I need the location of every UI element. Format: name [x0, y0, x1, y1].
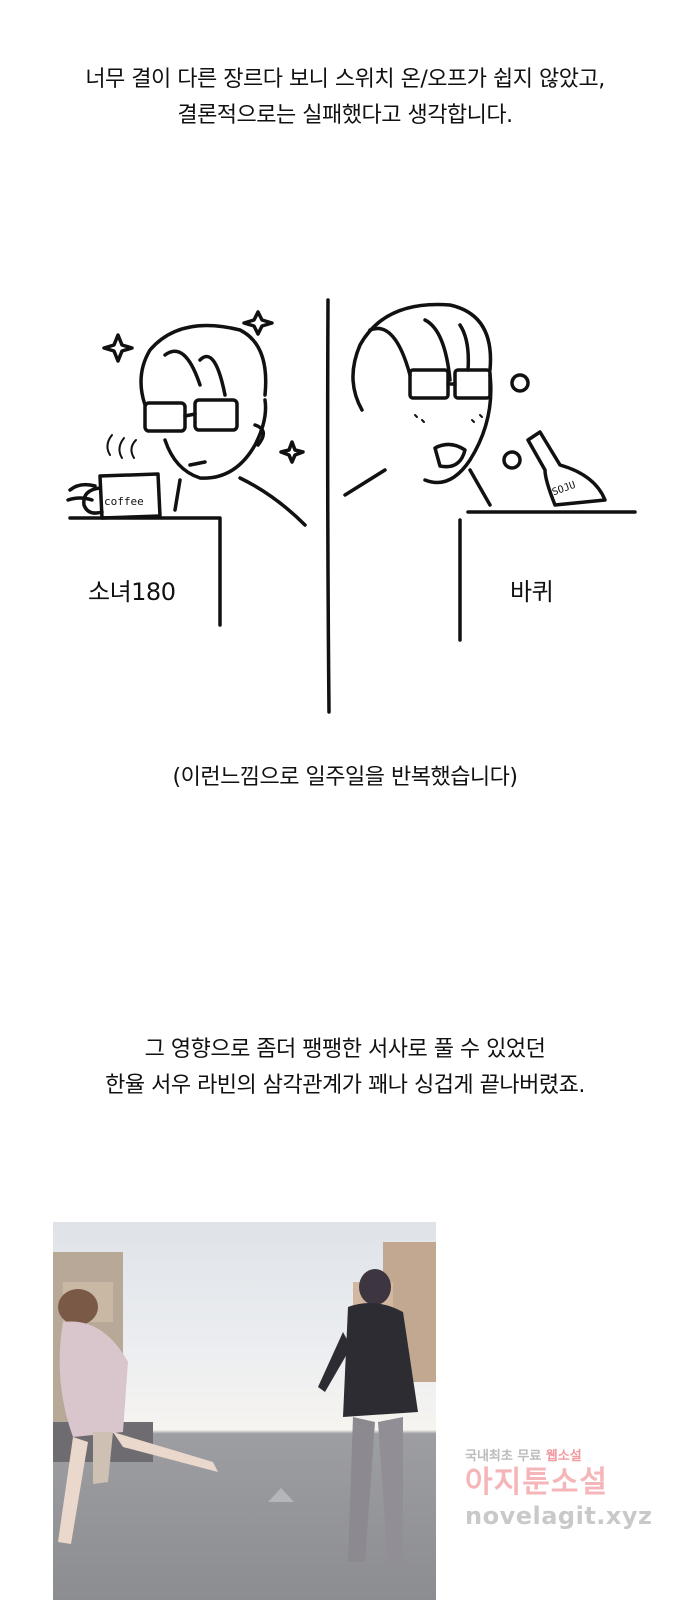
- watermark-tagline: 국내최초 무료 웹소설: [465, 1445, 655, 1464]
- right-desk: [458, 510, 637, 642]
- watermark-domain: novelagit.xyz: [465, 1502, 653, 1530]
- label-sonyeo180: 소녀180: [88, 578, 176, 606]
- left-head: [139, 323, 268, 407]
- watermark-brand: 아지툰소설: [465, 1465, 608, 1500]
- label-bakwi: 바퀴: [510, 578, 554, 606]
- caption-top-line1: 너무 결이 다른 장르다 보니 스위치 온/오프가 쉽지 않았고,: [85, 67, 605, 92]
- watermark-tagline-highlight: 웹소설: [545, 1449, 582, 1464]
- watermark: 국내최초 무료 웹소설 아지툰소설 novelagit.xyz: [465, 1445, 655, 1530]
- sparkle-2: [242, 310, 274, 336]
- sketch-illustration: coffee SOJU: [66, 298, 637, 714]
- coffee-mug: [98, 472, 162, 520]
- bubble-1: [510, 373, 530, 393]
- comic-panel-scene: [53, 1242, 436, 1567]
- bottle-label: SOJU: [551, 480, 577, 499]
- bubble-2: [502, 450, 522, 470]
- caption-top-line2: 결론적으로는 실패했다고 생각합니다.: [177, 103, 513, 128]
- sparkle-1: [102, 333, 134, 363]
- right-head: [351, 302, 493, 412]
- caption-top: 너무 결이 다른 장르다 보니 스위치 온/오프가 쉽지 않았고, 결론적으로는…: [0, 62, 690, 134]
- caption-bottom-line1: 그 영향으로 좀더 팽팽한 서사로 풀 수 있었던: [144, 1037, 546, 1062]
- watermark-tagline-prefix: 국내최초 무료: [465, 1449, 546, 1464]
- caption-bottom-line2: 한율 서우 라빈의 삼각관계가 꽤나 싱겁게 끝나버렸죠.: [105, 1073, 585, 1098]
- comic-panel-image: [53, 1222, 436, 1600]
- sparkle-3: [279, 440, 305, 464]
- soju-bottle: [526, 430, 607, 507]
- mug-label: coffee: [104, 495, 144, 508]
- divider-line: [325, 298, 331, 714]
- caption-middle: (이런느낌으로 일주일을 반복했습니다): [172, 765, 519, 790]
- caption-bottom: 그 영향으로 좀더 팽팽한 서사로 풀 수 있었던 한율 서우 라빈의 삼각관계…: [0, 1032, 690, 1104]
